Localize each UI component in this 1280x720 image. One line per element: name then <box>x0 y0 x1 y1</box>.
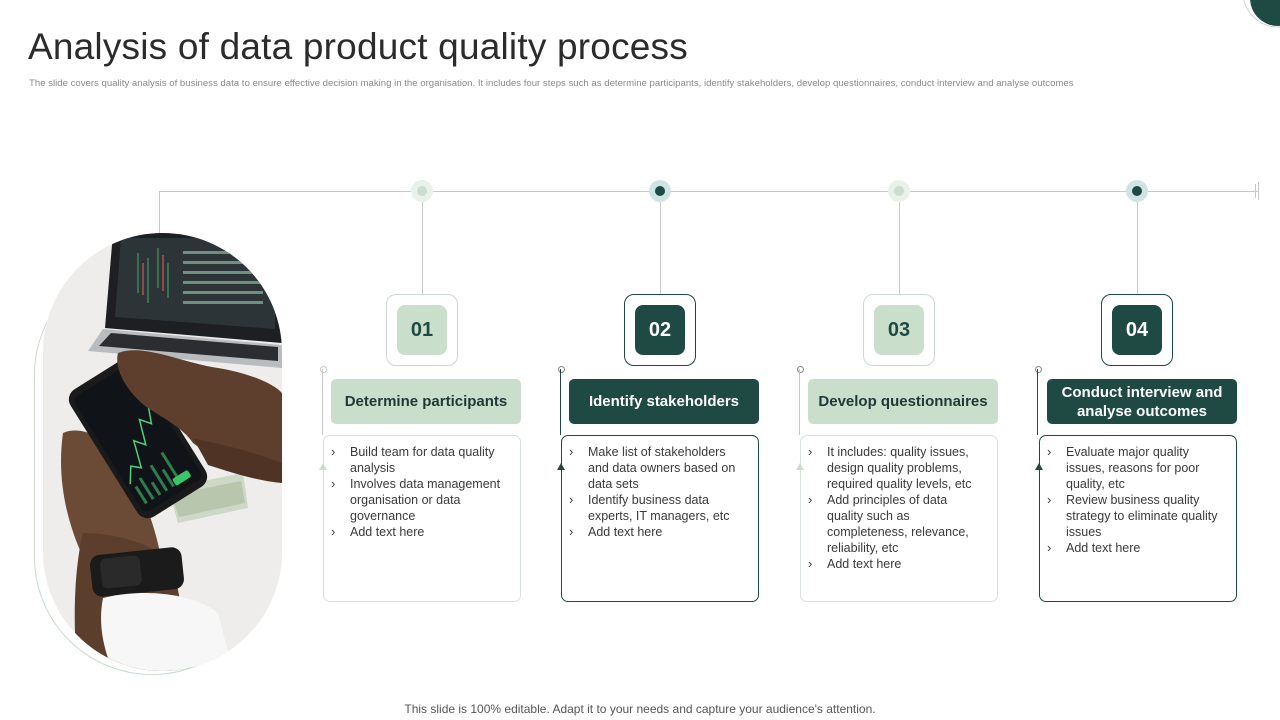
step-bullet-list: It includes: quality issues, design qual… <box>801 436 997 572</box>
list-item: Add text here <box>569 524 746 540</box>
step-bullet-list: Evaluate major quality issues, reasons f… <box>1040 436 1236 556</box>
bracket-dot <box>320 366 327 373</box>
timeline-node-2 <box>649 180 671 202</box>
step-number: 03 <box>874 305 924 355</box>
timeline-node-3 <box>888 180 910 202</box>
corner-decoration <box>1243 0 1280 28</box>
step-number: 04 <box>1112 305 1162 355</box>
bracket-line <box>799 369 800 435</box>
timeline-end-tick <box>1255 184 1256 198</box>
timeline-node-1 <box>411 180 433 202</box>
smartphone-trading-photo <box>43 233 282 671</box>
list-item: Add text here <box>808 556 985 572</box>
list-item: Build team for data quality analysis <box>331 444 508 476</box>
step-details-box: Build team for data quality analysis Inv… <box>323 435 521 602</box>
bracket-dot <box>1035 366 1042 373</box>
step-details-box: Evaluate major quality issues, reasons f… <box>1039 435 1237 602</box>
bracket-line <box>560 369 561 435</box>
slide-title: Analysis of data product quality process <box>28 26 688 67</box>
timeline-connector <box>422 202 423 294</box>
bracket-dot <box>558 366 565 373</box>
step-details-box: Make list of stakeholders and data owner… <box>561 435 759 602</box>
list-item: Identify business data experts, IT manag… <box>569 492 746 524</box>
step-bullet-list: Build team for data quality analysis Inv… <box>324 436 520 540</box>
photo-illustration <box>43 233 282 671</box>
list-item: It includes: quality issues, design qual… <box>808 444 985 492</box>
arrow-up-icon <box>319 463 327 470</box>
timeline-connector <box>899 202 900 294</box>
list-item: Add principles of data quality such as c… <box>808 492 985 556</box>
step-title: Develop questionnaires <box>808 379 998 424</box>
step-number-badge: 03 <box>863 294 935 366</box>
list-item: Add text here <box>1047 540 1224 556</box>
list-item: Evaluate major quality issues, reasons f… <box>1047 444 1224 492</box>
slide-footer: This slide is 100% editable. Adapt it to… <box>404 702 876 716</box>
timeline-line <box>159 191 1259 192</box>
arrow-up-icon <box>557 463 565 470</box>
slide-subtitle: The slide covers quality analysis of bus… <box>29 78 1074 89</box>
timeline-node-4 <box>1126 180 1148 202</box>
bracket-dot <box>797 366 804 373</box>
list-item: Review business quality strategy to elim… <box>1047 492 1224 540</box>
timeline-connector <box>660 202 661 294</box>
step-title: Determine participants <box>331 379 521 424</box>
arrow-up-icon <box>1035 463 1043 470</box>
step-details-box: It includes: quality issues, design qual… <box>800 435 998 602</box>
arrow-up-icon <box>796 463 804 470</box>
timeline-end-tick <box>1258 182 1259 200</box>
bracket-line <box>1037 369 1038 435</box>
bracket-line <box>322 369 323 435</box>
step-bullet-list: Make list of stakeholders and data owner… <box>562 436 758 540</box>
step-title: Identify stakeholders <box>569 379 759 424</box>
timeline-left-connector <box>159 191 160 233</box>
step-number-badge: 01 <box>386 294 458 366</box>
step-number-badge: 02 <box>624 294 696 366</box>
step-number-badge: 04 <box>1101 294 1173 366</box>
list-item: Make list of stakeholders and data owner… <box>569 444 746 492</box>
step-title: Conduct interview and analyse outcomes <box>1047 379 1237 424</box>
step-number: 01 <box>397 305 447 355</box>
timeline-connector <box>1137 202 1138 294</box>
step-number: 02 <box>635 305 685 355</box>
list-item: Involves data management organisation or… <box>331 476 508 524</box>
list-item: Add text here <box>331 524 508 540</box>
